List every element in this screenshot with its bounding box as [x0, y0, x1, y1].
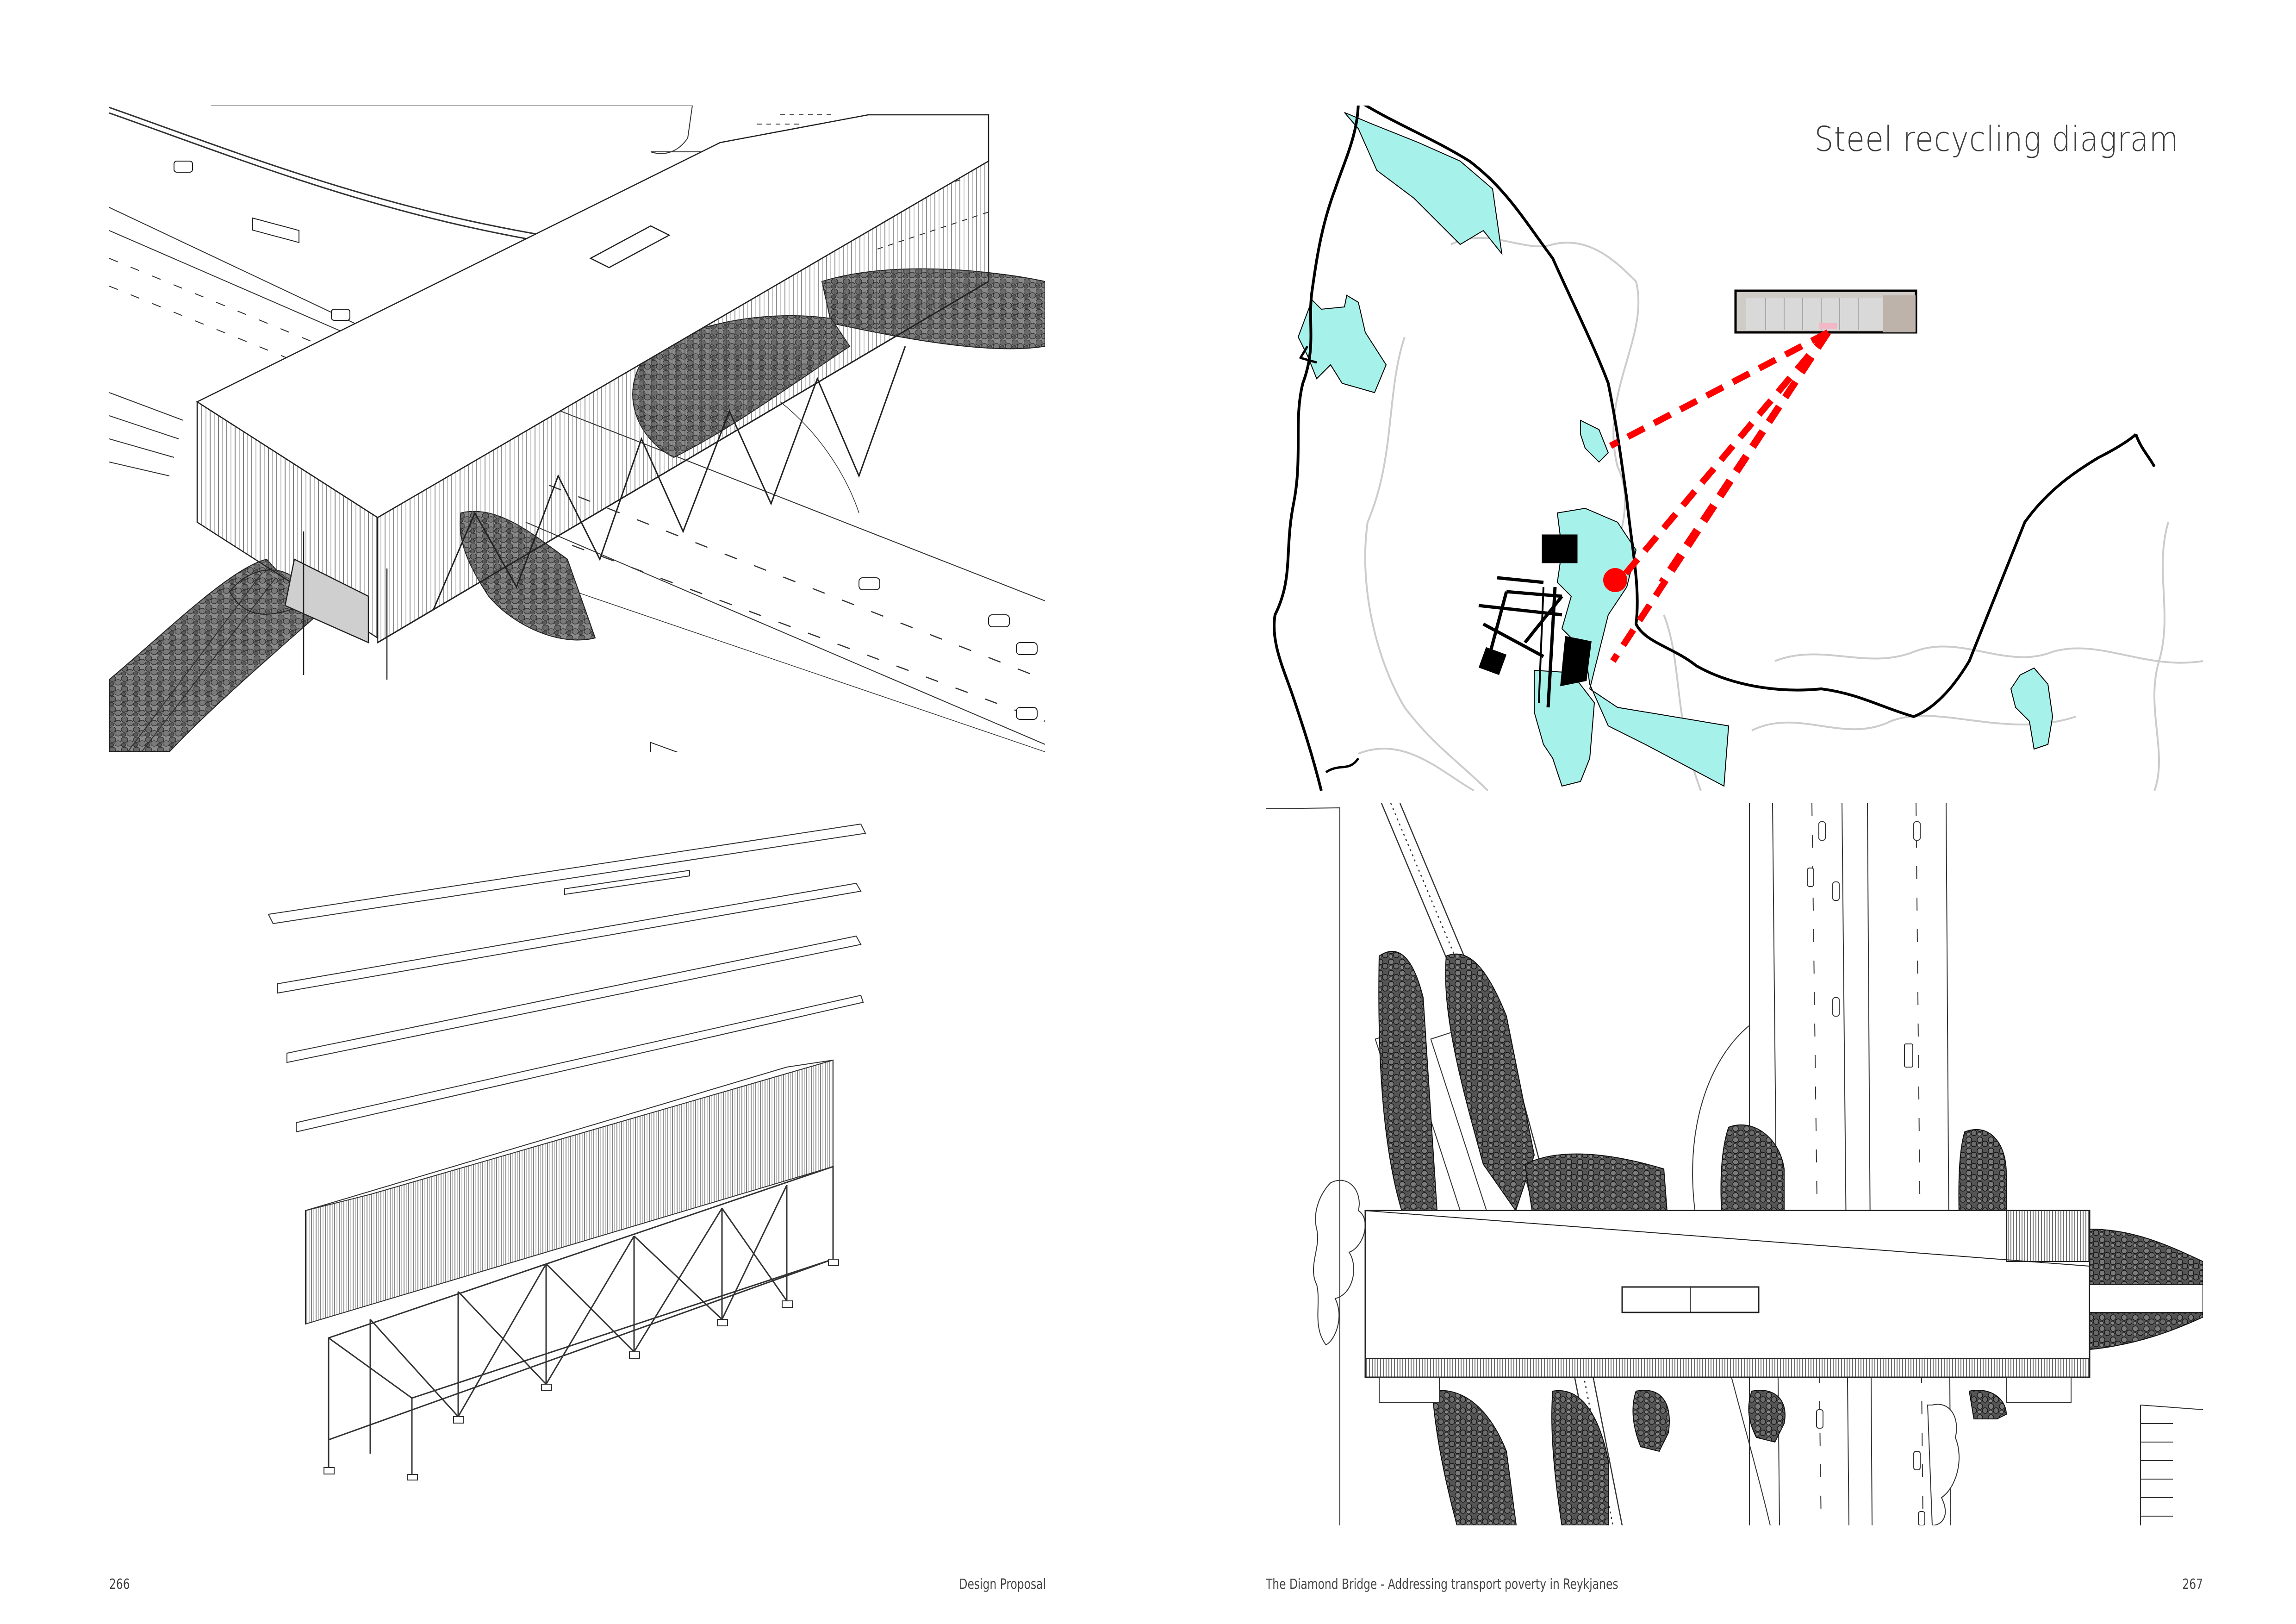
- axonometric-drawing: [109, 106, 1045, 752]
- route-keflavik: [1619, 330, 1831, 580]
- slab-roof: [268, 823, 866, 924]
- vehicles-plan: [1807, 821, 1925, 1525]
- tree-masses: [1378, 951, 2203, 1525]
- page-number-right: 267: [2182, 1576, 2203, 1593]
- axonometric-view: [109, 106, 1045, 752]
- area-airport: [1534, 669, 1595, 787]
- section-title: Design Proposal: [959, 1576, 1046, 1593]
- site-plan-drawing: [1266, 803, 2203, 1525]
- running-title: The Diamond Bridge - Addressing transpor…: [1266, 1576, 1618, 1593]
- coastline: [1273, 106, 2156, 791]
- route-harbour: [1609, 329, 1830, 449]
- exploded-drawing: [268, 823, 866, 1480]
- bridge-plan: [1364, 1210, 2203, 1403]
- exploded-diagram: [259, 815, 902, 1481]
- steel-recycling-map: Steel recycling diagram: [1266, 106, 2203, 791]
- sketch-trees: [1313, 1180, 1960, 1525]
- parking: [1266, 807, 2203, 1525]
- route-airport: [1610, 331, 1831, 663]
- recycling-routes: [1609, 329, 1831, 663]
- slab-3: [286, 935, 862, 1063]
- slab-4: [296, 994, 864, 1133]
- map-drawing: [1273, 106, 2203, 791]
- area-east: [2010, 667, 2053, 750]
- map-title: Steel recycling diagram: [1814, 119, 2179, 159]
- vehicles: [174, 161, 1038, 752]
- facade-box: [305, 1059, 834, 1325]
- municipality-areas: [1297, 112, 2053, 787]
- slab-2: [277, 882, 862, 994]
- page-number-left: 266: [109, 1576, 130, 1593]
- steel-plant-photo: [1734, 289, 1917, 334]
- area-harbour-small: [1580, 419, 1609, 463]
- area-north: [1344, 112, 1503, 256]
- airport-runways: [1478, 534, 1592, 708]
- bridge-volume: [196, 114, 989, 680]
- site-plan: [1266, 803, 2203, 1525]
- origin-marker: [1603, 568, 1627, 592]
- footings: [324, 1259, 839, 1480]
